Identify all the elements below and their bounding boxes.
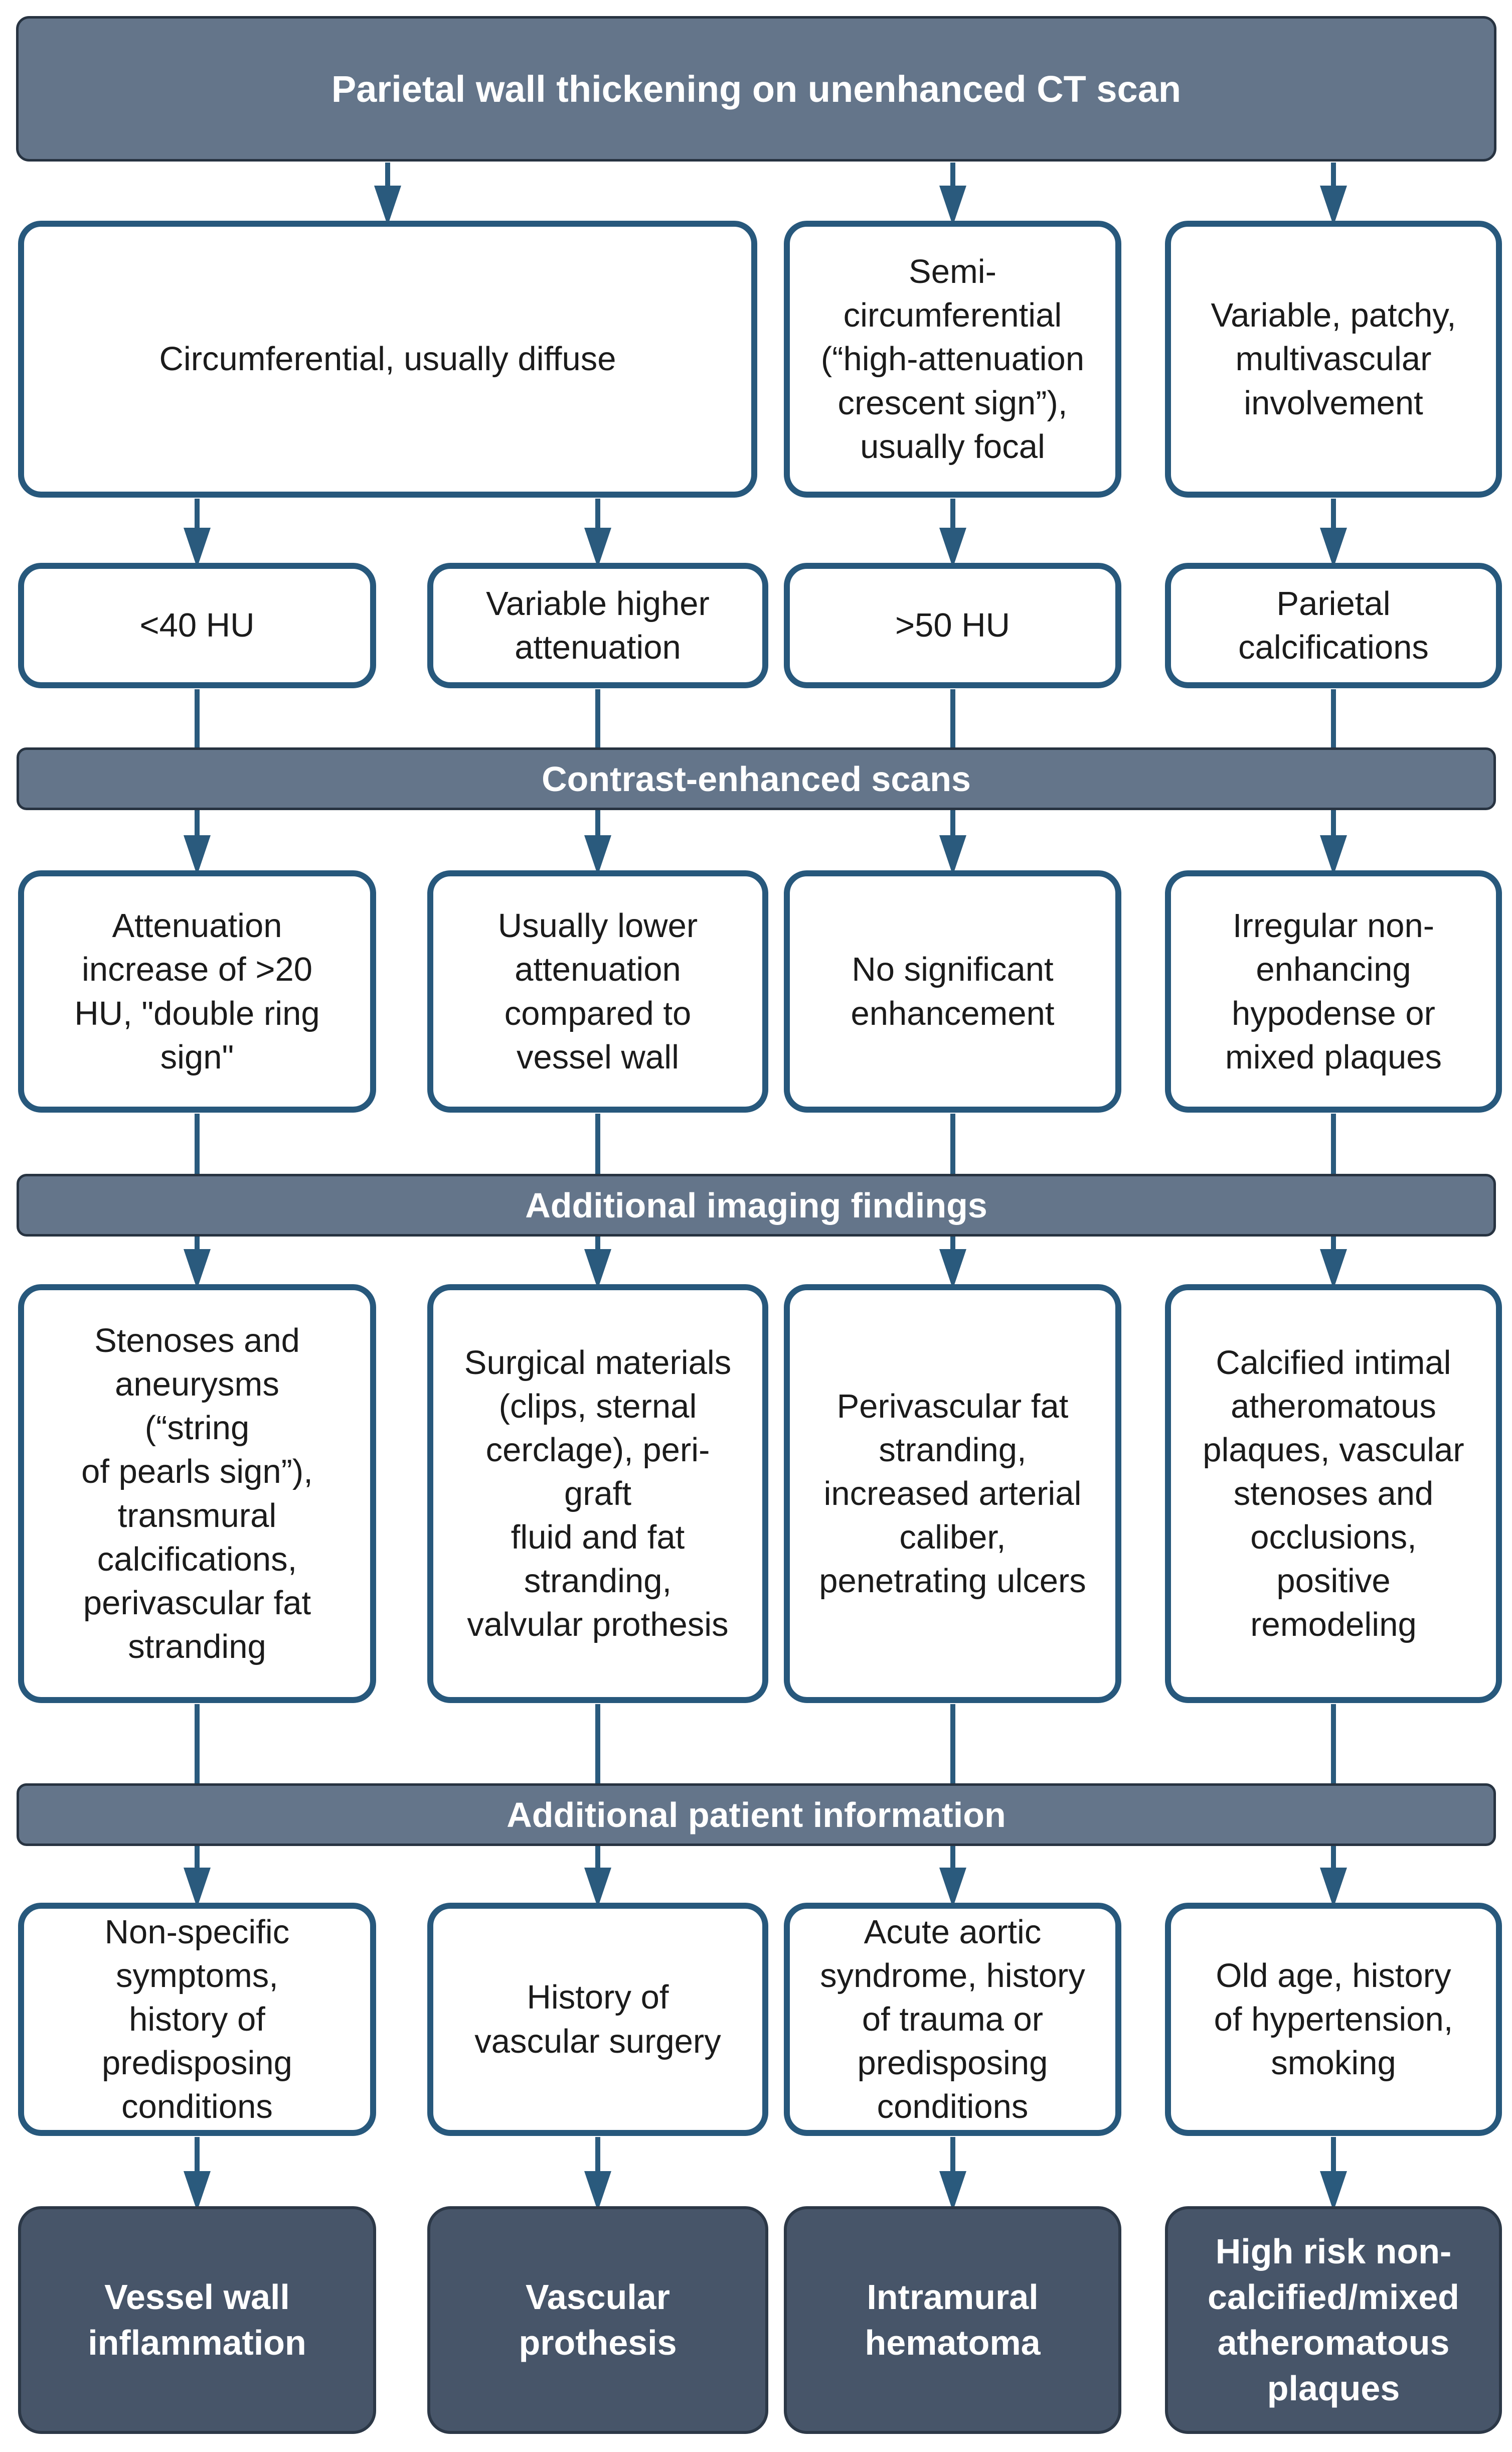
arrow-head-icon: [939, 1249, 966, 1289]
arrow-head-icon: [584, 1868, 611, 1908]
box-parietal-calcifications: Parietal calcifications: [1165, 563, 1502, 688]
arrow-head-icon: [184, 1868, 211, 1908]
title-bar: Parietal wall thickening on unenhanced C…: [16, 16, 1496, 162]
arrow-head-icon: [939, 2171, 966, 2211]
box-variable-patchy: Variable, patchy, multivascular involvem…: [1165, 221, 1502, 498]
box-semi-circumferential: Semi- circumferential (“high-attenuation…: [784, 221, 1121, 498]
box-gt50hu: >50 HU: [784, 563, 1121, 688]
box-perivascular-fat-stranding: Perivascular fat stranding, increased ar…: [784, 1284, 1121, 1703]
arrow-stem: [950, 163, 955, 193]
arrow-head-icon: [184, 835, 211, 875]
arrow-head-icon: [1320, 1249, 1347, 1289]
box-acute-aortic-syndrome: Acute aortic syndrome, history of trauma…: [784, 1903, 1121, 2136]
box-attenuation-increase-double-ring: Attenuation increase of >20 HU, "double …: [18, 870, 376, 1113]
box-history-vascular-surgery: History of vascular surgery: [427, 1903, 768, 2136]
section-bar-contrast-enhanced: Contrast-enhanced scans: [17, 747, 1496, 810]
arrow-stem: [595, 499, 600, 535]
arrow-stem: [1331, 163, 1336, 193]
arrow-head-icon: [374, 186, 401, 226]
arrow-head-icon: [939, 528, 966, 568]
arrow-stem: [195, 2137, 200, 2178]
box-surgical-materials: Surgical materials (clips, sternal cercl…: [427, 1284, 768, 1703]
box-no-significant-enhancement: No significant enhancement: [784, 870, 1121, 1113]
box-calcified-intimal-plaques: Calcified intimal atheromatous plaques, …: [1165, 1284, 1502, 1703]
arrow-stem: [950, 499, 955, 535]
box-old-age-hypertension: Old age, history of hypertension, smokin…: [1165, 1903, 1502, 2136]
arrow-head-icon: [584, 1249, 611, 1289]
box-nonspecific-symptoms: Non-specific symptoms, history of predis…: [18, 1903, 376, 2136]
arrow-head-icon: [1320, 835, 1347, 875]
section-bar-additional-imaging: Additional imaging findings: [17, 1174, 1496, 1237]
arrow-stem: [950, 2137, 955, 2178]
arrow-head-icon: [1320, 2171, 1347, 2211]
box-stenoses-aneurysms: Stenoses and aneurysms (“string of pearl…: [18, 1284, 376, 1703]
outcome-intramural-hematoma: Intramural hematoma: [784, 2206, 1121, 2434]
arrow-head-icon: [1320, 186, 1347, 226]
box-circumferential-diffuse: Circumferential, usually diffuse: [18, 221, 757, 498]
box-usually-lower-attenuation: Usually lower attenuation compared to ve…: [427, 870, 768, 1113]
outcome-high-risk-plaques: High risk non- calcified/mixed atheromat…: [1165, 2206, 1502, 2434]
box-lt40hu: <40 HU: [18, 563, 376, 688]
box-irregular-nonenhancing-plaques: Irregular non- enhancing hypodense or mi…: [1165, 870, 1502, 1113]
arrow-head-icon: [584, 528, 611, 568]
arrow-head-icon: [584, 2171, 611, 2211]
box-variable-higher-attenuation: Variable higher attenuation: [427, 563, 768, 688]
arrow-head-icon: [184, 528, 211, 568]
outcome-vessel-wall-inflammation: Vessel wall inflammation: [18, 2206, 376, 2434]
outcome-vascular-prothesis: Vascular prothesis: [427, 2206, 768, 2434]
arrow-stem: [195, 499, 200, 535]
arrow-stem: [595, 2137, 600, 2178]
arrow-head-icon: [1320, 1868, 1347, 1908]
arrow-head-icon: [939, 835, 966, 875]
arrow-head-icon: [939, 1868, 966, 1908]
arrow-head-icon: [184, 2171, 211, 2211]
arrow-stem: [1331, 499, 1336, 535]
arrow-stem: [1331, 2137, 1336, 2178]
section-bar-additional-patient: Additional patient information: [17, 1783, 1496, 1846]
arrow-stem: [385, 163, 390, 193]
arrow-head-icon: [1320, 528, 1347, 568]
arrow-head-icon: [184, 1249, 211, 1289]
arrow-head-icon: [584, 835, 611, 875]
arrow-head-icon: [939, 186, 966, 226]
